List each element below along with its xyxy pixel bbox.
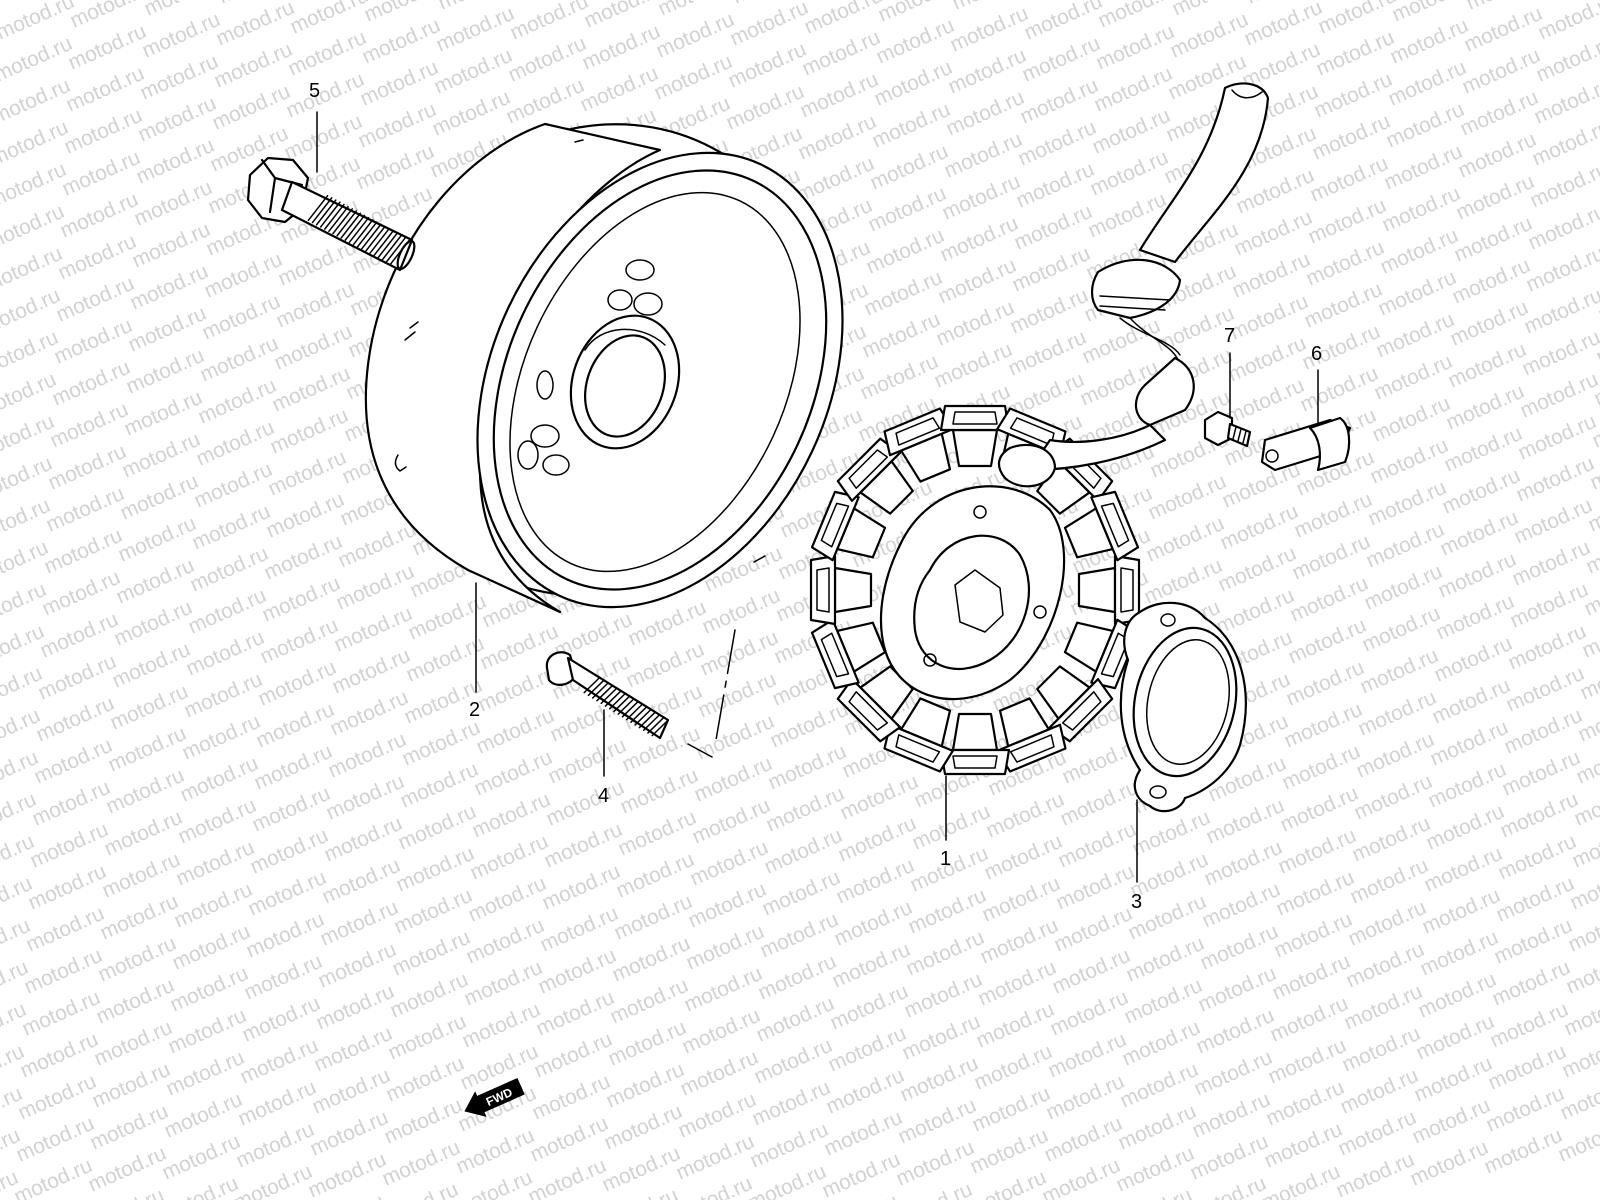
stator-pole	[836, 437, 914, 515]
thread-line	[630, 706, 648, 723]
callout-6: 6	[1311, 343, 1322, 365]
callout-4: 4	[598, 785, 609, 807]
callout-5: 5	[309, 80, 320, 102]
thread-line	[613, 695, 631, 713]
thread-line	[340, 212, 362, 239]
thread-line	[328, 205, 349, 233]
thread-line	[360, 223, 382, 250]
thread-line	[617, 698, 635, 715]
callout-7: 7	[1224, 325, 1235, 347]
thread-line	[356, 221, 378, 248]
thread-line	[625, 703, 644, 721]
thread-line	[600, 687, 618, 705]
thread-line	[315, 199, 337, 226]
thread-line	[591, 682, 610, 699]
rotor-bolt	[246, 156, 416, 272]
thread-line	[587, 679, 605, 697]
thread-line	[647, 716, 665, 734]
thread-line	[365, 225, 386, 252]
thread-line	[307, 194, 329, 222]
thread-line	[344, 214, 366, 241]
thread-line	[348, 216, 370, 244]
thread-line	[634, 708, 652, 726]
thread-line	[373, 230, 394, 257]
stator-pole	[883, 697, 954, 773]
clamp-bolt	[1203, 410, 1252, 448]
thread-line	[596, 684, 614, 702]
stator-pole	[809, 554, 873, 626]
thread-line	[381, 234, 403, 261]
stator-pole	[810, 490, 887, 562]
stator-pole	[1063, 490, 1140, 562]
thread-line	[377, 232, 399, 259]
leader-lines	[316, 111, 1319, 883]
stator-screw	[545, 651, 670, 740]
flywheel-rotor	[364, 122, 844, 614]
thread-line	[319, 201, 341, 228]
thread-line	[651, 719, 669, 737]
thread-line	[604, 690, 622, 707]
thread-line	[642, 714, 661, 731]
thread-line	[352, 219, 374, 246]
stator-pole	[883, 407, 954, 483]
callout-1: 1	[940, 848, 951, 870]
stator-gasket	[1119, 601, 1247, 813]
thread-line	[621, 700, 639, 718]
stator-coil	[809, 404, 1141, 776]
alignment-line	[687, 555, 766, 758]
stator-pole	[939, 404, 1011, 468]
watermark-text: motod.ru	[1535, 0, 1600, 45]
thread-line	[583, 676, 601, 694]
wire-clamp	[1260, 416, 1352, 472]
thread-line	[332, 208, 353, 235]
thread-line	[385, 236, 407, 263]
thread-line	[324, 203, 345, 230]
thread-line	[608, 692, 627, 710]
thread-line	[311, 197, 333, 224]
callout-3: 3	[1131, 891, 1142, 913]
thread-line	[336, 210, 358, 237]
stator-pole	[836, 665, 914, 743]
callout-2: 2	[469, 699, 480, 721]
stator-pole	[939, 712, 1011, 776]
wiring-harness	[997, 82, 1270, 488]
thread-line	[369, 227, 390, 255]
stator-pole	[996, 697, 1067, 773]
thread-line	[638, 711, 656, 729]
stator-pole	[1036, 665, 1114, 743]
